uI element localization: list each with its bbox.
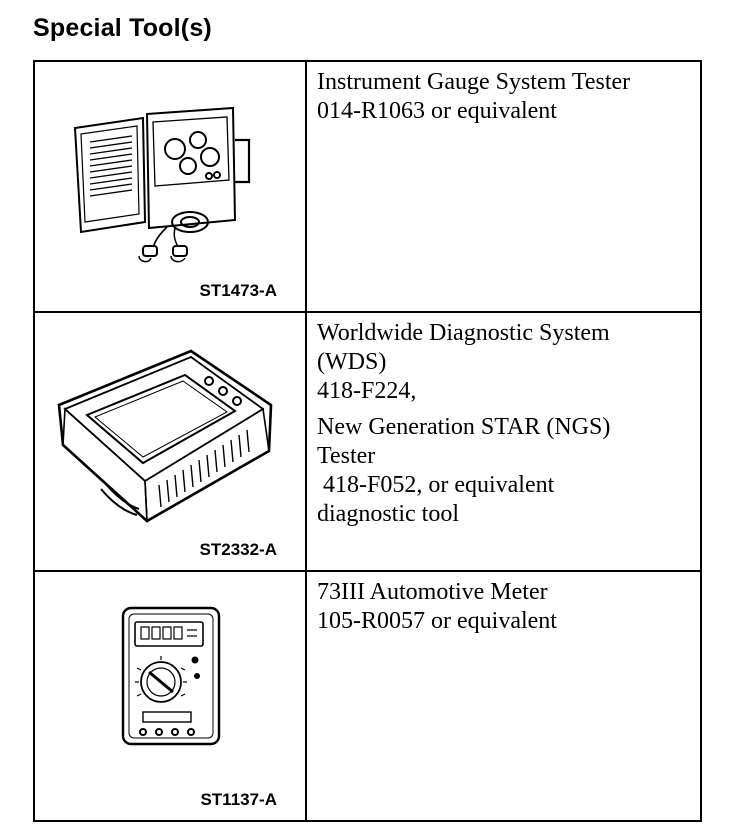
- tool-description-cell: Instrument Gauge System Tester 014-R1063…: [305, 60, 702, 313]
- tool-code: ST1137-A: [200, 790, 277, 809]
- table-row: ST2332-A Worldwide Diagnostic System (WD…: [33, 311, 702, 572]
- tool-image-cell: ST1473-A: [33, 60, 307, 313]
- tool-image-cell: ST2332-A: [33, 311, 307, 572]
- diagnostic-tablet-icon: [57, 349, 273, 523]
- table-row: ST1137-A 73III Automotive Meter 105-R005…: [33, 570, 702, 822]
- tool-description-line: 418-F224,: [317, 378, 417, 404]
- tool-description-line: 73III Automotive Meter: [317, 579, 548, 605]
- tool-description-cell: 73III Automotive Meter 105-R0057 or equi…: [305, 570, 702, 822]
- tool-description-line: 418-F052, or equivalent: [317, 472, 555, 498]
- tool-description-line: Tester: [317, 443, 376, 469]
- tool-code: ST2332-A: [199, 540, 277, 559]
- gauge-tester-icon: [73, 106, 251, 263]
- tool-description-line: diagnostic tool: [317, 501, 459, 527]
- tool-description-line: (WDS): [317, 349, 387, 375]
- tool-code: ST1473-A: [199, 281, 277, 300]
- page-title: Special Tool(s): [33, 14, 212, 42]
- tool-description-line: 105-R0057 or equivalent: [317, 608, 557, 634]
- special-tools-table: ST1473-A Instrument Gauge System Tester …: [33, 60, 702, 822]
- tool-description-line: Worldwide Diagnostic System: [317, 320, 610, 346]
- multimeter-icon: [121, 606, 221, 746]
- tool-description-line: Instrument Gauge System Tester: [317, 69, 631, 95]
- table-row: ST1473-A Instrument Gauge System Tester …: [33, 60, 702, 313]
- tool-description-cell: Worldwide Diagnostic System (WDS) 418-F2…: [305, 311, 702, 572]
- tool-description-line: New Generation STAR (NGS): [317, 414, 611, 440]
- tool-image-cell: ST1137-A: [33, 570, 307, 822]
- tool-description-line: 014-R1063 or equivalent: [317, 98, 557, 124]
